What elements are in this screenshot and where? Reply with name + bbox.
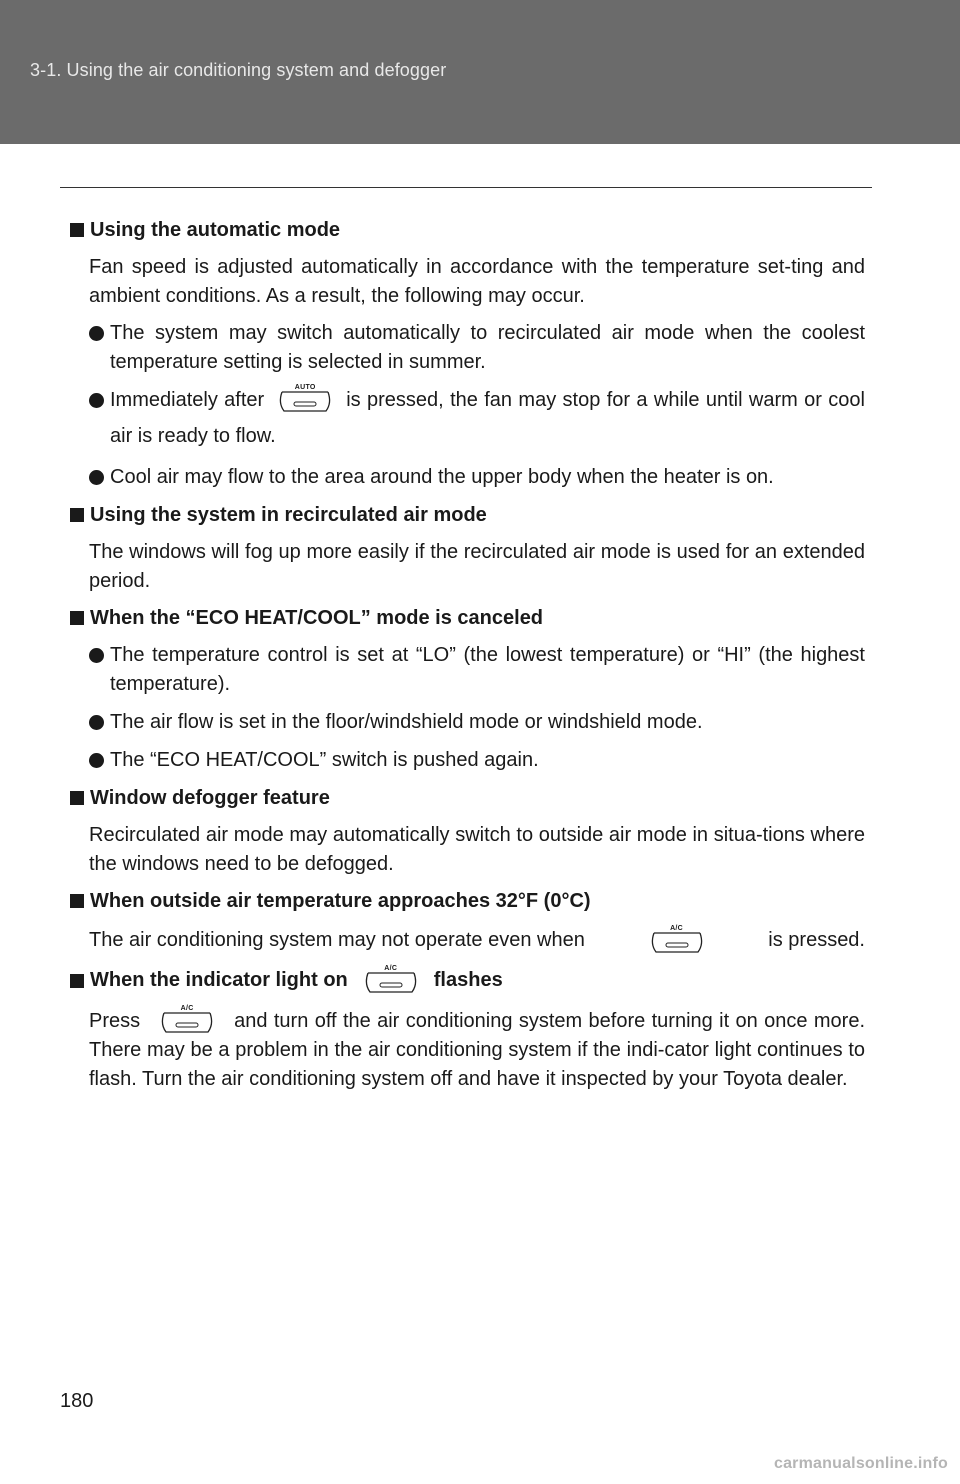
heading-defogger-feature: Window defogger feature — [70, 784, 865, 813]
text-run: is pressed. — [768, 928, 865, 951]
watermark: carmanualsonline.info — [773, 1455, 948, 1472]
paragraph: The windows will fog up more easily if t… — [89, 541, 865, 592]
round-bullet-icon — [89, 470, 104, 485]
text-run: is pressed, the fan may stop for a while… — [110, 389, 865, 447]
square-bullet-icon — [70, 508, 84, 522]
list-item-text: The temperature control is set at “LO” (… — [110, 644, 865, 695]
heading-indicator-flashes: When the indicator light on A/C flashes — [70, 964, 865, 996]
list-item: The air flow is set in the floor/windshi… — [70, 708, 865, 737]
paragraph: Press A/C and turn off the air condition… — [70, 1004, 865, 1094]
section-title: 3-1. Using the air conditioning system a… — [30, 60, 447, 80]
list-item-text: Immediately after AUTO is pressed, the f… — [110, 382, 865, 454]
list-item: Cool air may flow to the area around the… — [70, 463, 865, 492]
divider-rule — [60, 187, 872, 188]
list-item-text: Cool air may flow to the area around the… — [110, 466, 774, 488]
round-bullet-icon — [89, 393, 104, 408]
heading-outside-temperature: When outside air temperature approaches … — [70, 887, 865, 916]
button-label: A/C — [180, 1005, 194, 1012]
text-run: Press — [89, 1010, 141, 1032]
heading-text: flashes — [433, 968, 503, 991]
paragraph: Recirculated air mode may automatically … — [89, 824, 865, 875]
square-bullet-icon — [70, 894, 84, 908]
round-bullet-icon — [89, 753, 104, 768]
text-run: Immediately after — [110, 389, 265, 411]
square-bullet-icon — [70, 791, 84, 805]
button-label: AUTO — [294, 384, 316, 391]
ac-button-icon: A/C — [158, 1004, 216, 1036]
auto-button-icon: AUTO — [276, 383, 334, 415]
text-run: The air conditioning system may not oper… — [89, 928, 585, 951]
heading-automatic-mode: Using the automatic mode — [70, 216, 865, 245]
ac-button-icon: A/C — [362, 964, 420, 996]
round-bullet-icon — [89, 326, 104, 341]
square-bullet-icon — [70, 974, 84, 988]
paragraph: The air conditioning system may not oper… — [70, 924, 865, 956]
round-bullet-icon — [89, 648, 104, 663]
button-label: A/C — [384, 965, 398, 972]
page-content: Using the automatic mode Fan speed is ad… — [70, 216, 865, 1102]
heading-text: When the “ECO HEAT/COOL” mode is cancele… — [90, 607, 544, 629]
heading-text: When the indicator light on — [90, 968, 348, 991]
list-item: Immediately after AUTO is pressed, the f… — [70, 384, 865, 454]
list-item: The system may switch automatically to r… — [70, 319, 865, 377]
heading-text: When outside air temperature approaches … — [90, 890, 591, 912]
button-label: A/C — [670, 925, 684, 932]
round-bullet-icon — [89, 715, 104, 730]
heading-recirculated-mode: Using the system in recirculated air mod… — [70, 501, 865, 530]
heading-text: Using the automatic mode — [90, 219, 341, 241]
paragraph: Fan speed is adjusted automatically in a… — [89, 256, 865, 307]
list-item: The “ECO HEAT/COOL” switch is pushed aga… — [70, 746, 865, 775]
ac-button-icon: A/C — [648, 924, 706, 956]
heading-text: Window defogger feature — [90, 787, 330, 809]
text-run: and turn off the air conditioning system… — [89, 1010, 865, 1090]
list-item-text: The air flow is set in the floor/windshi… — [110, 711, 703, 733]
heading-eco-mode-canceled: When the “ECO HEAT/COOL” mode is cancele… — [70, 604, 865, 633]
square-bullet-icon — [70, 611, 84, 625]
square-bullet-icon — [70, 223, 84, 237]
list-item-text: The system may switch automatically to r… — [110, 322, 865, 373]
page-number: 180 — [60, 1390, 94, 1412]
heading-text: Using the system in recirculated air mod… — [90, 504, 487, 526]
header-band: 3-1. Using the air conditioning system a… — [0, 0, 960, 144]
list-item-text: The “ECO HEAT/COOL” switch is pushed aga… — [110, 749, 539, 771]
list-item: The temperature control is set at “LO” (… — [70, 641, 865, 699]
